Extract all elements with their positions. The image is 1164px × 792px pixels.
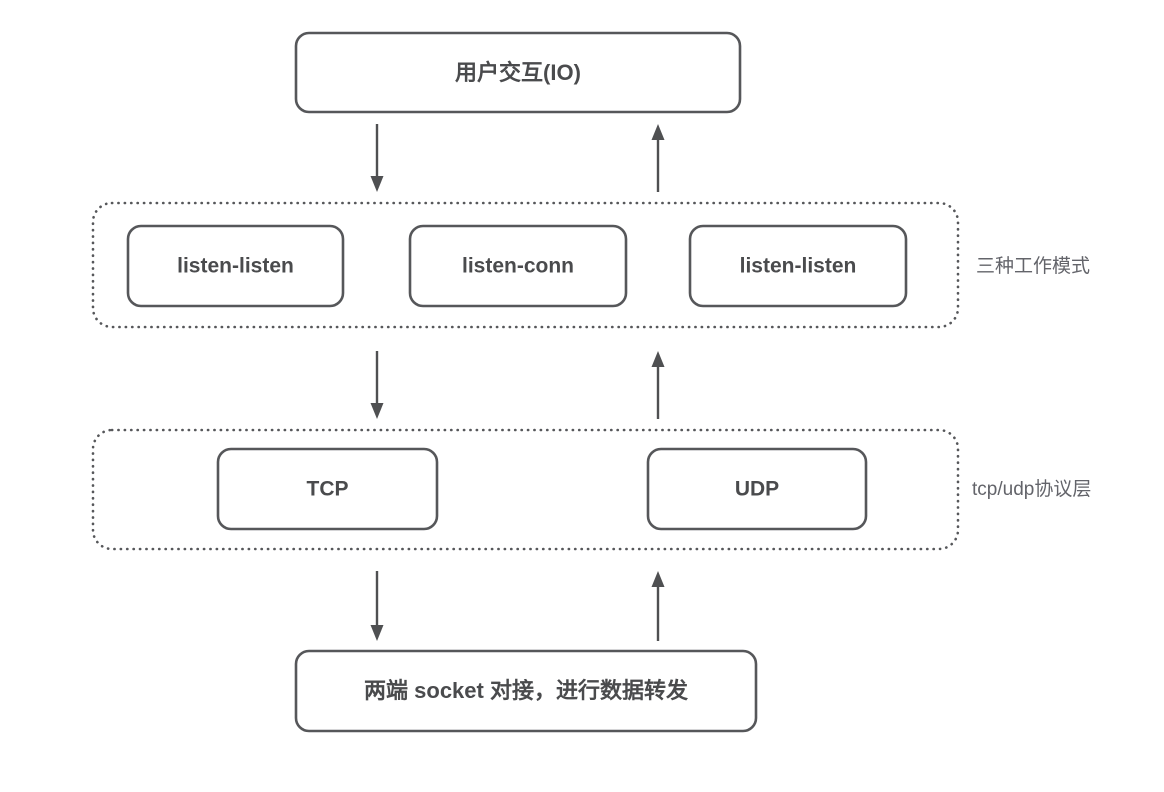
node-mode-listen-listen-right-label: listen-listen (740, 255, 857, 278)
edge-protocol-to-forward (370, 571, 384, 641)
group-protocol-layer-boundary (91, 428, 960, 551)
edge-forward-to-protocol-arrowhead (651, 571, 665, 587)
group-protocol-layer-side-label: tcp/udp协议层 (972, 478, 1091, 500)
edge-modes-to-io (651, 124, 665, 192)
node-mode-listen-listen-left-box[interactable] (126, 224, 345, 308)
node-udp-label: UDP (735, 478, 779, 501)
node-mode-listen-listen-right[interactable]: listen-listen (688, 224, 908, 308)
node-mode-listen-listen-left-label: listen-listen (177, 255, 294, 278)
edge-protocol-to-modes-arrowhead (651, 351, 665, 367)
node-socket-forward-label: 两端 socket 对接，进行数据转发 (364, 678, 689, 703)
edge-modes-to-protocol (370, 351, 384, 419)
edge-io-to-modes (370, 124, 384, 192)
node-mode-listen-listen-left[interactable]: listen-listen (126, 224, 345, 308)
node-mode-listen-conn-label: listen-conn (462, 255, 574, 278)
node-tcp-label: TCP (307, 478, 349, 501)
node-user-interaction-io[interactable]: 用户交互(IO) (294, 31, 742, 114)
node-user-interaction-io-box[interactable] (294, 31, 742, 114)
node-mode-listen-listen-right-box[interactable] (688, 224, 908, 308)
edge-protocol-to-forward-arrowhead (370, 625, 384, 641)
edge-modes-to-protocol-arrowhead (370, 403, 384, 419)
node-udp-box[interactable] (646, 447, 868, 531)
node-mode-listen-conn-box[interactable] (408, 224, 628, 308)
node-mode-listen-conn[interactable]: listen-conn (408, 224, 628, 308)
node-tcp[interactable]: TCP (216, 447, 439, 531)
edge-forward-to-protocol (651, 571, 665, 641)
node-user-interaction-io-label: 用户交互(IO) (455, 60, 581, 85)
group-working-modes: listen-listen listen-conn listen-listen … (91, 201, 1090, 329)
edge-modes-to-io-arrowhead (651, 124, 665, 140)
node-socket-forward[interactable]: 两端 socket 对接，进行数据转发 (294, 649, 758, 733)
node-udp[interactable]: UDP (646, 447, 868, 531)
node-socket-forward-box[interactable] (294, 649, 758, 733)
group-protocol-layer: TCP UDP tcp/udp协议层 (91, 428, 1091, 551)
group-working-modes-side-label: 三种工作模式 (976, 255, 1090, 277)
edge-protocol-to-modes (651, 351, 665, 419)
edge-io-to-modes-arrowhead (370, 176, 384, 192)
node-tcp-box[interactable] (216, 447, 439, 531)
